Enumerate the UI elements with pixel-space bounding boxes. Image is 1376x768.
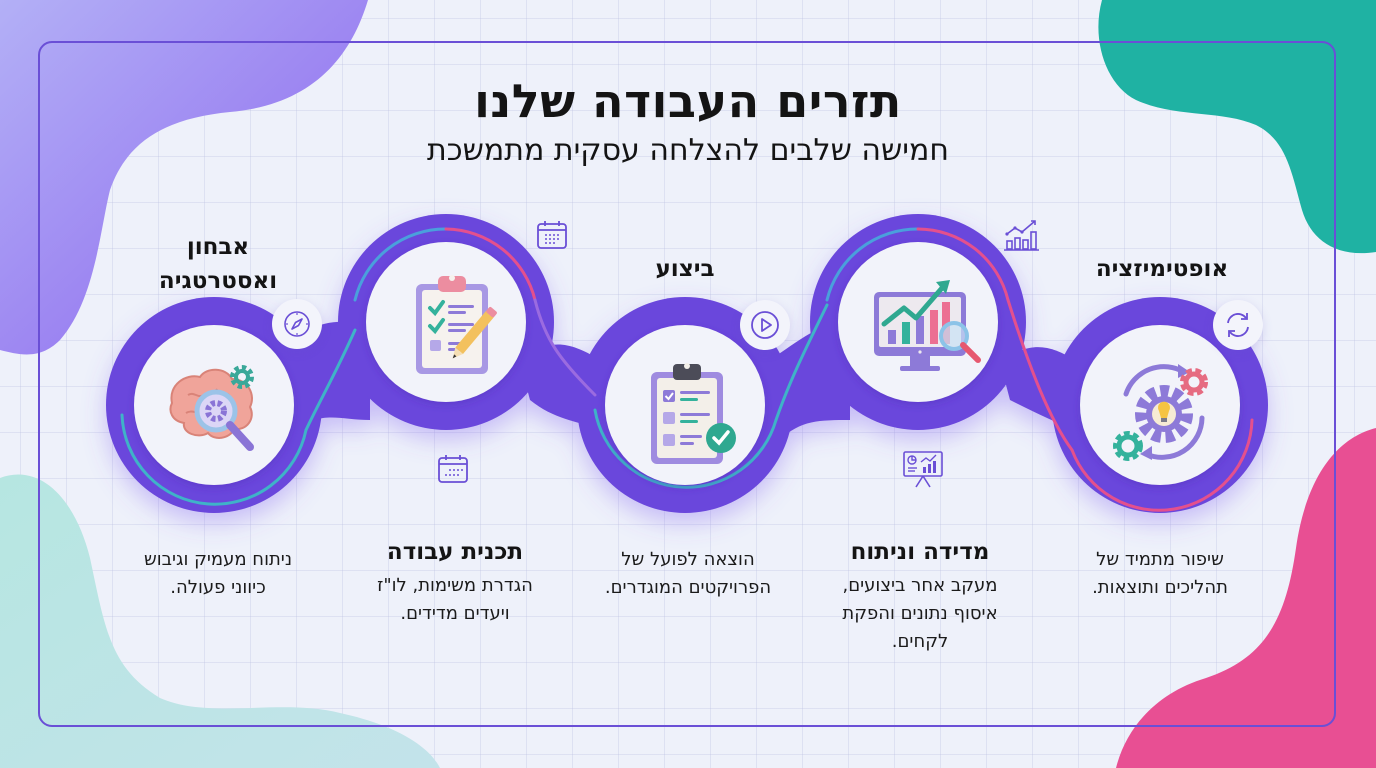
step-2-description: הגדרת משימות, לו"ז ויעדים מדידים. <box>377 575 533 624</box>
refresh-icon <box>1227 313 1249 337</box>
play-icon <box>751 311 779 339</box>
step-3-description: הוצאה לפועל של הפרויקטים המוגדרים. <box>604 549 772 598</box>
brain-magnifier-illustration <box>169 365 254 451</box>
clipboard-check-illustration <box>651 363 736 464</box>
step-1-description: ניתוח מעמיק וגיבוש כיווני פעולה. <box>143 549 293 598</box>
monitor-chart-illustration <box>874 280 981 371</box>
compass-badge <box>272 299 322 349</box>
blob-bottom-left <box>0 474 440 768</box>
step-3-title: ביצוע <box>655 256 715 282</box>
step-4-title: מדידה וניתוח <box>850 539 990 565</box>
step-2-title: תכנית עבודה <box>386 539 524 565</box>
step-5-title: אופטימיזציה <box>1095 256 1229 282</box>
presentation-badge <box>898 444 948 494</box>
gears-lightbulb-illustration <box>1113 364 1208 461</box>
step-1-title: אבחון ואסטרטגיה <box>158 234 278 294</box>
page-title: תזרים העבודה שלנו <box>474 74 902 128</box>
blob-top-left <box>0 0 368 355</box>
clipboard-pencil-illustration <box>416 275 497 374</box>
step-4-description: מעקב אחר ביצועים, איסוף נתונים והפקת לקח… <box>842 575 998 652</box>
play-badge <box>740 300 790 350</box>
calendar-badge-top <box>527 210 577 260</box>
bar-chart-badge <box>997 210 1047 260</box>
presentation-board-icon <box>903 451 943 488</box>
page-subtitle: חמישה שלבים להצלחה עסקית מתמשכת <box>427 133 949 168</box>
compass-icon <box>284 311 310 337</box>
step-5-description: שיפור מתמיד של תהליכים ותוצאות. <box>1092 549 1228 598</box>
calendar-badge-bottom <box>428 444 478 494</box>
blob-bottom-right <box>1116 428 1376 768</box>
calendar-icon <box>537 221 567 249</box>
bar-chart-trend-icon <box>1004 220 1039 251</box>
calendar-icon-secondary <box>438 455 468 483</box>
refresh-badge <box>1213 300 1263 350</box>
blob-top-right <box>1098 0 1376 254</box>
